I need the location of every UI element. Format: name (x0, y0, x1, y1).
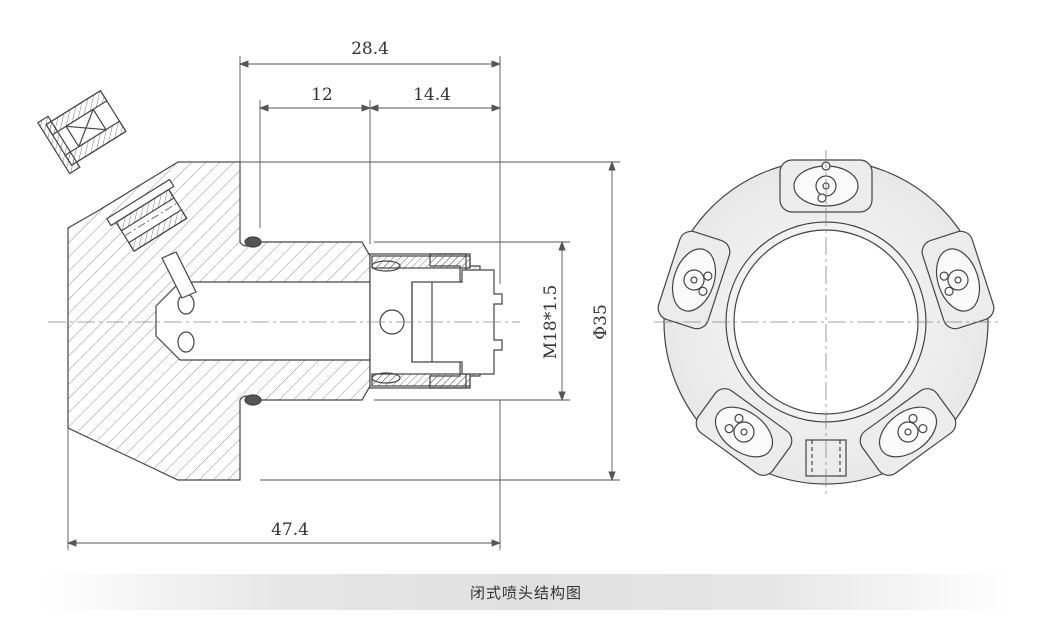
dim-28-4: 28.4 (351, 39, 389, 59)
dim-47-4: 47.4 (271, 520, 309, 540)
side-fitting (105, 178, 188, 252)
dim-12: 12 (311, 85, 333, 105)
orifice-lower (177, 331, 195, 353)
o-ring-top (244, 236, 262, 248)
nozzle-port-bottom-left (695, 388, 793, 476)
end-view (654, 150, 1000, 494)
caption-bar: 闭式喷头结构图 (40, 574, 1012, 610)
side-passage (161, 251, 197, 299)
nozzle-port-bottom-right (859, 388, 957, 476)
dim-14-4: 14.4 (413, 85, 451, 105)
nozzle-cap-exploded (37, 89, 127, 175)
section-view (37, 89, 520, 481)
dim-thread: M18*1.5 (541, 285, 561, 360)
dimension-labels: 28.4 12 14.4 M18*1.5 Φ35 47.4 (271, 39, 611, 540)
seal-bottom (371, 372, 401, 384)
nozzle-port-right (921, 230, 995, 330)
dim-diameter: Φ35 (591, 304, 611, 340)
dimension-lines (66, 56, 620, 550)
nozzle-port-left (657, 230, 731, 330)
seal-top (371, 260, 401, 272)
o-ring-bottom (244, 394, 262, 406)
orifice-upper (177, 293, 195, 315)
figure-caption: 闭式喷头结构图 (469, 583, 582, 602)
nozzle-structure-drawing: 28.4 12 14.4 M18*1.5 Φ35 47.4 (37, 39, 1000, 550)
